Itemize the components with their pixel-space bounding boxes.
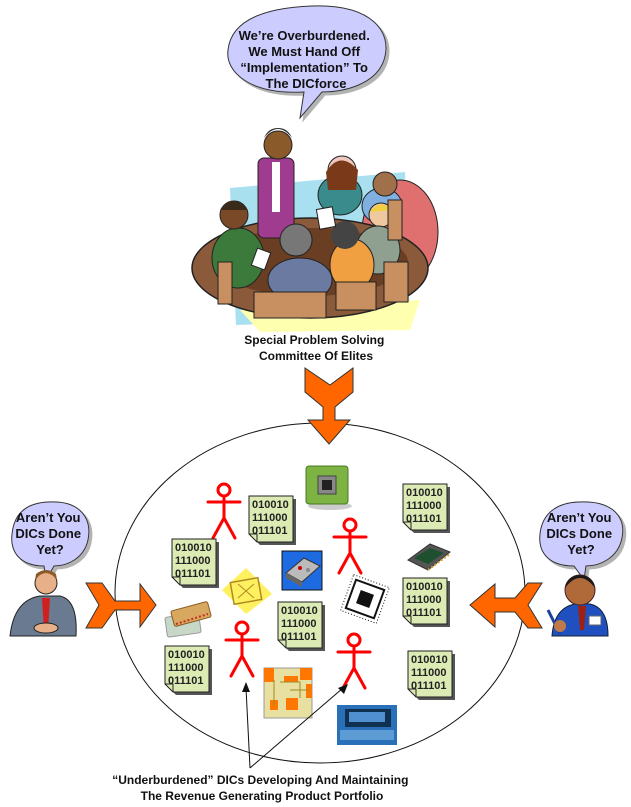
down-arrow bbox=[304, 367, 354, 445]
right-speech-bubble bbox=[539, 501, 624, 582]
binary-line: 011101 bbox=[406, 513, 442, 525]
stick-figure-dic-icon bbox=[206, 482, 242, 540]
binary-line: 011101 bbox=[168, 675, 204, 687]
bottom-caption-line-1: “Underburdened” DICs Developing And Main… bbox=[112, 773, 408, 787]
left-bubble-text: Aren’t You DICs Done Yet? bbox=[15, 510, 84, 557]
binary-line: 010010 bbox=[175, 542, 212, 554]
binary-line: 011101 bbox=[252, 525, 288, 537]
binary-line: 011101 bbox=[175, 568, 211, 580]
stick-figure-dic-icon bbox=[332, 517, 368, 575]
binary-line: 010010 bbox=[281, 605, 318, 617]
bottom-caption: “Underburdened” DICs Developing And Main… bbox=[112, 773, 412, 803]
right-bubble-line-2: DICs Done bbox=[546, 526, 612, 541]
left-bubble-line-2: DICs Done bbox=[15, 526, 81, 541]
dark-ic-chip-icon bbox=[407, 543, 451, 571]
right-bubble-line-1: Aren’t You bbox=[547, 510, 612, 525]
committee-caption-line-1: Special Problem Solving bbox=[244, 333, 384, 347]
binary-line: 111000 bbox=[411, 667, 447, 679]
right-bubble-text: Aren’t You DICs Done Yet? bbox=[546, 510, 615, 557]
black-qfp-chip-icon bbox=[340, 574, 390, 624]
binary-line: 111000 bbox=[252, 512, 288, 524]
left-bubble-line-3: Yet? bbox=[36, 542, 64, 557]
businessman-with-pen-icon bbox=[546, 574, 609, 637]
meeting-table-icon bbox=[191, 128, 439, 332]
motherboard-photo-icon bbox=[337, 705, 397, 745]
binary-line: 111000 bbox=[175, 555, 211, 567]
right-bubble-line-3: Yet? bbox=[567, 542, 595, 557]
top-bubble-text: We’re Overburdened. We Must Hand Off “Im… bbox=[239, 28, 374, 91]
top-bubble-line-4: The DICforce bbox=[266, 76, 347, 91]
top-speech-bubble bbox=[227, 5, 387, 120]
blue-chip-board-icon bbox=[281, 550, 323, 591]
yellow-ic-chip-icon bbox=[222, 568, 272, 614]
binary-line: 111000 bbox=[281, 618, 317, 630]
top-bubble-line-2: We Must Hand Off bbox=[248, 44, 360, 59]
binary-line: 011101 bbox=[411, 680, 447, 692]
seated-businessman-icon bbox=[9, 570, 77, 637]
binary-line: 111000 bbox=[406, 594, 442, 606]
gold-dip-chip-icon bbox=[164, 601, 212, 638]
binary-line: 010010 bbox=[406, 581, 443, 593]
binary-line: 010010 bbox=[406, 487, 443, 499]
binary-line: 010010 bbox=[252, 499, 289, 511]
binary-line: 111000 bbox=[406, 500, 442, 512]
binary-line: 011101 bbox=[406, 607, 442, 619]
right-pointing-arrow bbox=[85, 582, 157, 629]
left-bubble-line-1: Aren’t You bbox=[16, 510, 81, 525]
caption-pointer-arrows bbox=[242, 682, 348, 769]
binary-line: 011101 bbox=[281, 631, 317, 643]
top-bubble-line-1: We’re Overburdened. bbox=[239, 28, 370, 43]
circuit-board-icon bbox=[263, 667, 313, 719]
binary-line: 111000 bbox=[168, 662, 204, 674]
left-pointing-arrow bbox=[469, 582, 543, 629]
binary-line: 010010 bbox=[411, 654, 448, 666]
stick-figure-dic-icon bbox=[336, 632, 372, 690]
binary-line: 010010 bbox=[168, 649, 205, 661]
bottom-caption-line-2: The Revenue Generating Product Portfolio bbox=[141, 789, 384, 803]
top-bubble-line-3: “Implementation” To bbox=[240, 60, 368, 75]
committee-caption: Special Problem Solving Committee Of Eli… bbox=[244, 333, 387, 363]
stick-figure-dic-icon bbox=[224, 620, 260, 678]
green-cpu-chip-icon bbox=[305, 465, 352, 510]
committee-caption-line-2: Committee Of Elites bbox=[259, 349, 373, 363]
